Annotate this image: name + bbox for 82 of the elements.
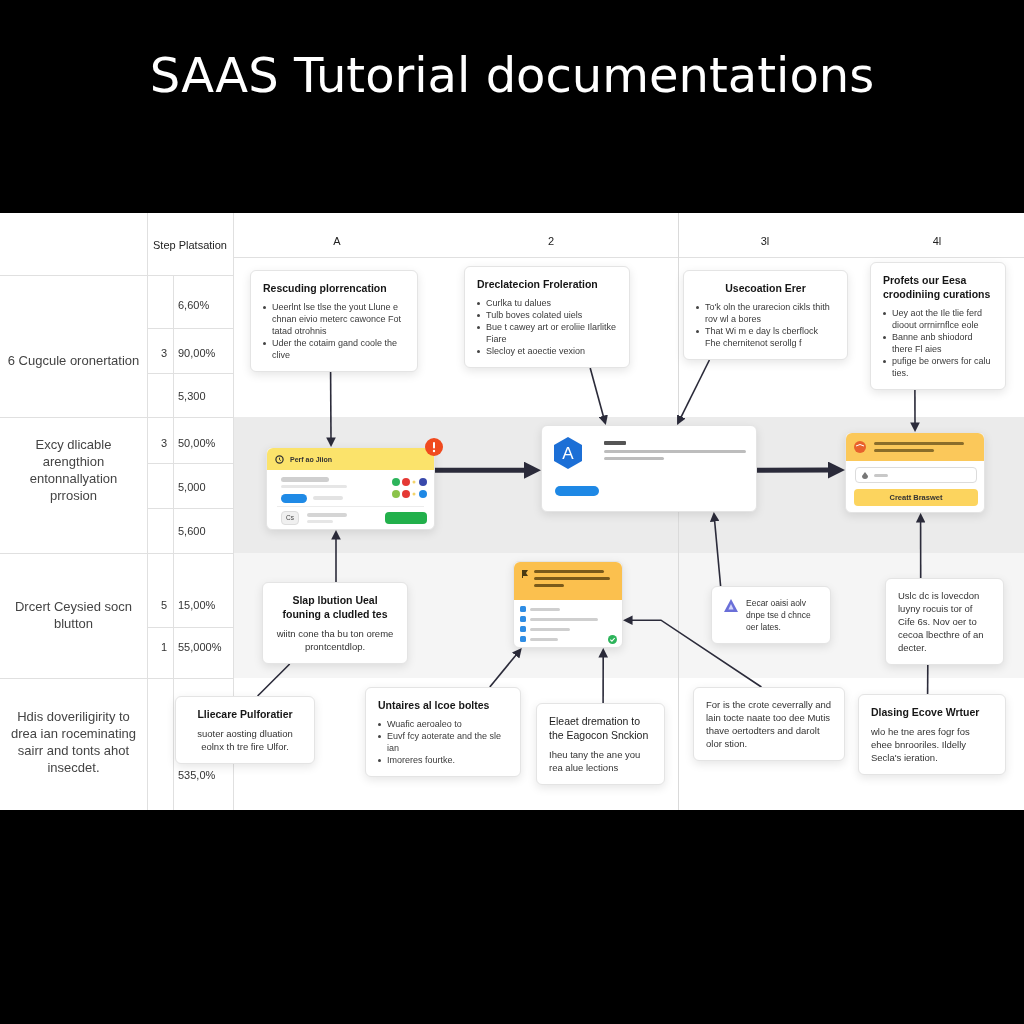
cell-value: 50,00% — [178, 436, 216, 450]
note-card — [885, 578, 1004, 665]
row-label: Drcert Ceysied socn blutton — [13, 598, 133, 632]
card-text: Iheu tany the ane you rea alue lections — [549, 748, 642, 774]
bullet-text: Ueerlnt lse tlse the yout Llune e chnan eivio meterc cawonce Fot tatad otrohnis — [272, 301, 403, 337]
cell-value: 55,000% — [178, 640, 222, 654]
arrow — [331, 529, 341, 583]
app-card-mockup — [541, 425, 757, 512]
bullet-text: Slecloy et aoectie vexion — [486, 345, 586, 357]
connector-line — [256, 663, 291, 697]
bullet-text: Bue t cawey art or eroliie Ilarlitke Fiare — [486, 321, 617, 345]
page-title: SAAS Tutorial documentations — [149, 46, 875, 105]
note-card — [464, 266, 630, 368]
note-card — [175, 696, 315, 764]
arrow — [589, 367, 608, 426]
column-header: 4l — [932, 234, 942, 248]
arrow — [622, 615, 763, 688]
bullet-text: Uey aot the Ile tlie ferd dioout orrnirnflce eole — [892, 307, 984, 331]
note-card — [711, 586, 831, 644]
bullet-text: Imoreres fourtke. — [387, 754, 456, 766]
dialog-mockup — [845, 432, 985, 513]
note-card — [250, 270, 418, 372]
note-card — [683, 270, 848, 360]
bullet-text: pufige be orwers for calu ties. — [892, 355, 992, 379]
cell-value: 6,60% — [178, 298, 210, 312]
column-header: Step Platsation — [153, 238, 227, 252]
row-label: Excy dlicable arengthion entonnallyation prrosion — [28, 436, 119, 504]
cell-value: 535,0% — [178, 768, 216, 782]
row-number: 5 — [160, 598, 167, 612]
card-heading: Profets our Eesa croodiniing curations — [883, 273, 992, 301]
arrow — [435, 461, 541, 479]
arrow — [757, 461, 845, 479]
row-number: 3 — [160, 436, 167, 450]
bullet-text: To'k oln the urarecion cikls thith rov wl a bores — [705, 301, 831, 325]
note-card — [262, 582, 408, 664]
row-number: 1 — [160, 640, 167, 654]
card-heading: Rescuding plorrencation — [263, 281, 388, 295]
card-heading: Lliecare Pulforatier — [196, 707, 294, 721]
checklist-mockup — [513, 561, 623, 648]
card-heading: Dreclatecion Froleration — [477, 277, 599, 291]
row-label: Hdis doveriligirity to drea ian roceminating sairr and tonts ahot insecdet. — [10, 708, 137, 776]
row-label: 6 Cugcule oronertation — [7, 351, 140, 369]
bullet-text: Curlka tu dalues — [486, 297, 552, 309]
arrow — [677, 359, 711, 426]
bullet-text: Uder the cotaim gand coole the clive — [272, 337, 399, 361]
arrow — [910, 389, 920, 433]
bullet-text: Wuafic aeroaleo to — [387, 718, 462, 730]
card-heading: Dlasing Ecove Wrtuer — [871, 705, 981, 719]
icon-letter: A — [562, 444, 574, 462]
cell-value: 5,600 — [178, 524, 206, 538]
bullet-text: Tulb boves colated uiels — [486, 309, 583, 321]
column-header: A — [333, 234, 341, 248]
cell-value: 5,000 — [178, 480, 206, 494]
arrow — [915, 512, 926, 579]
card-text: For is the crote ceverrally and lain tocte naate too dee Mutis thave oertodters and darolt olor stion. — [706, 698, 832, 750]
arrow — [709, 512, 722, 587]
card-text: Uslc dc is lovecdon luyny rocuis tor of Cife 6s. Nov oer to cecoa lbecthre of an decter. — [898, 589, 985, 654]
column-header: 2 — [547, 234, 555, 248]
card-heading: Untaires al lcoe boltes — [378, 698, 491, 712]
cell-value: 5,300 — [178, 389, 206, 403]
row-number: 3 — [160, 346, 167, 360]
card-text: suoter aosting dluation eolnx th tre fire Ulfor. — [196, 727, 294, 753]
note-card — [870, 262, 1006, 390]
card-text: wiitn cone tha bu ton oreme prontcentdlop. — [275, 627, 395, 653]
note-card — [858, 694, 1006, 775]
column-header: 3l — [760, 234, 770, 248]
cell-value: 15,00% — [178, 598, 216, 612]
connector-line — [926, 664, 929, 695]
bullet-text: Euvf fcy aoterate and the sle ian — [387, 730, 503, 754]
card-text: wlo he tne ares fogr fos ehee bnrooriles. Ildelly Secla's ieration. — [871, 725, 971, 764]
arrow — [598, 647, 608, 704]
cell-value: 90,00% — [178, 346, 216, 360]
arrow — [489, 648, 522, 688]
card-text: Eecar oaisi aolv dnpe tse d chnce oer lates. — [746, 597, 812, 633]
arrow — [326, 371, 336, 448]
note-card — [365, 687, 521, 777]
card-heading: Eleaet dremation to the Eagocon Snckion — [549, 714, 650, 742]
note-card — [536, 703, 665, 785]
bullet-text: That Wi m e day ls cberflock Fhe chernitenot serollg f — [705, 325, 820, 349]
card-heading: Slap lbution Ueal founing a cludled tes — [281, 593, 389, 621]
note-card — [693, 687, 845, 761]
card-heading: Usecoation Erer — [724, 281, 807, 295]
